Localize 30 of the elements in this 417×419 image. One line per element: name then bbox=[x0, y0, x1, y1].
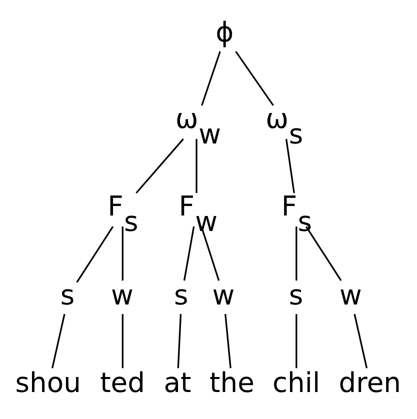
connector bbox=[183, 226, 195, 280]
connector bbox=[122, 226, 124, 280]
connector bbox=[235, 50, 274, 106]
connector bbox=[296, 314, 298, 368]
node-text: s bbox=[288, 280, 304, 311]
connector bbox=[296, 226, 298, 280]
node-text: dren bbox=[338, 367, 401, 398]
node-text: shou bbox=[15, 367, 81, 398]
connector bbox=[224, 314, 232, 368]
connector bbox=[76, 226, 114, 282]
node-text: ϕ bbox=[216, 17, 234, 48]
node-text: at bbox=[164, 367, 192, 398]
connector bbox=[306, 226, 342, 281]
connector bbox=[196, 138, 198, 193]
node-text: ted bbox=[100, 367, 146, 398]
connector bbox=[354, 313, 368, 368]
node-text: s bbox=[174, 280, 188, 311]
connector bbox=[177, 314, 182, 368]
connector bbox=[52, 313, 66, 368]
connector bbox=[136, 138, 184, 194]
node-text: w bbox=[339, 280, 362, 311]
connector bbox=[122, 314, 124, 368]
node-text: the bbox=[210, 367, 254, 398]
connector bbox=[201, 50, 221, 106]
connector bbox=[200, 226, 220, 280]
node-text: chil bbox=[272, 367, 320, 398]
connector bbox=[285, 138, 295, 193]
node-text: s bbox=[60, 280, 75, 311]
node-text: w bbox=[111, 280, 134, 311]
node-text: w bbox=[212, 280, 235, 311]
